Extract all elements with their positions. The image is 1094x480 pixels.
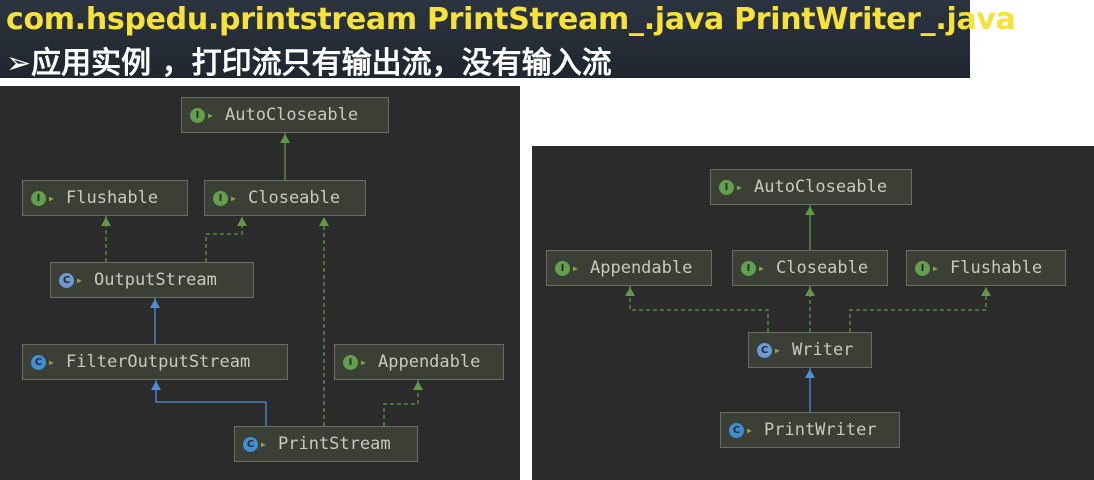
interface-icon: I [213,190,228,206]
node-closeable[interactable]: I▶ Closeable [732,250,888,286]
arrowhead-appendable [625,287,635,296]
public-visibility-icon: ▶ [759,263,764,273]
class-icon: C [729,422,744,438]
node-label: Writer [792,340,854,360]
arrowhead-closeable [237,217,247,226]
public-visibility-icon: ▶ [77,275,82,285]
node-appendable[interactable]: I▶ Appendable [334,344,504,380]
arrowhead-autocloseable [280,134,290,143]
arrowhead-autocloseable [805,206,815,215]
node-printwriter[interactable]: C▶ PrintWriter [720,412,900,448]
node-appendable[interactable]: I▶ Appendable [546,250,712,286]
node-label: OutputStream [94,270,217,290]
edge-printstream-to-filteroutputstream [155,380,267,426]
class-icon: C [243,436,258,452]
node-label: Flushable [66,188,159,208]
edge-outputstream-to-closeable [205,216,243,262]
node-autocloseable[interactable]: I▶ AutoCloseable [181,97,389,133]
left-diagram-edges [101,133,423,426]
node-label: PrintWriter [764,420,877,440]
edge-writer-to-flushable [849,286,987,332]
public-visibility-icon: ▶ [573,263,578,273]
edge-printstream-to-appendable [383,380,419,426]
node-label: Flushable [950,258,1043,278]
node-label: AutoCloseable [754,177,888,197]
arrowhead-outputstream [150,299,160,308]
arrowhead-appendable [413,381,423,390]
edge-writer-to-appendable [629,286,769,332]
node-label: PrintStream [278,434,391,454]
arrowhead-writer [805,369,815,378]
arrowhead-flushable [101,217,111,226]
public-visibility-icon: ▶ [933,263,938,273]
arrowhead-flushable [981,287,991,296]
banner-description: ➢应用实例 ，打印流只有输出流，没有输入流 [6,46,612,81]
interface-icon: I [555,260,570,276]
abstract-class-icon: C [757,342,772,358]
node-flushable[interactable]: I▶ Flushable [906,250,1066,286]
interface-icon: I [190,107,205,123]
node-label: Appendable [378,352,481,372]
public-visibility-icon: ▶ [231,193,236,203]
arrowhead-closeable [319,217,329,226]
arrowhead-filteroutputstream [151,381,161,390]
public-visibility-icon: ▶ [208,110,213,120]
class-icon: C [31,354,46,370]
node-flushable[interactable]: I▶ Flushable [22,180,188,216]
public-visibility-icon: ▶ [261,439,266,449]
interface-icon: I [741,260,756,276]
public-visibility-icon: ▶ [775,345,780,355]
node-label: Closeable [248,188,341,208]
node-outputstream[interactable]: C▶ OutputStream [50,262,254,298]
public-visibility-icon: ▶ [49,193,54,203]
public-visibility-icon: ▶ [737,182,742,192]
interface-icon: I [343,354,358,370]
node-label: Appendable [590,258,693,278]
public-visibility-icon: ▶ [747,425,752,435]
arrowhead-closeable [805,287,815,296]
public-visibility-icon: ▶ [49,357,54,367]
node-printstream[interactable]: C▶ PrintStream [234,426,418,462]
interface-icon: I [31,190,46,206]
interface-icon: I [719,179,734,195]
title-banner: com.hspedu.printstream PrintStream_.java… [0,0,1016,81]
node-autocloseable[interactable]: I▶ AutoCloseable [710,169,912,205]
node-closeable[interactable]: I▶ Closeable [204,180,366,216]
node-filteroutputstream[interactable]: C▶ FilterOutputStream [22,344,288,380]
abstract-class-icon: C [59,272,74,288]
public-visibility-icon: ▶ [361,357,366,367]
right-diagram-edges [625,205,991,412]
node-label: Closeable [776,258,869,278]
node-writer[interactable]: C▶ Writer [748,332,872,368]
node-label: AutoCloseable [225,105,359,125]
interface-icon: I [915,260,930,276]
node-label: FilterOutputStream [66,352,251,372]
banner-file-list: com.hspedu.printstream PrintStream_.java… [6,2,1016,37]
